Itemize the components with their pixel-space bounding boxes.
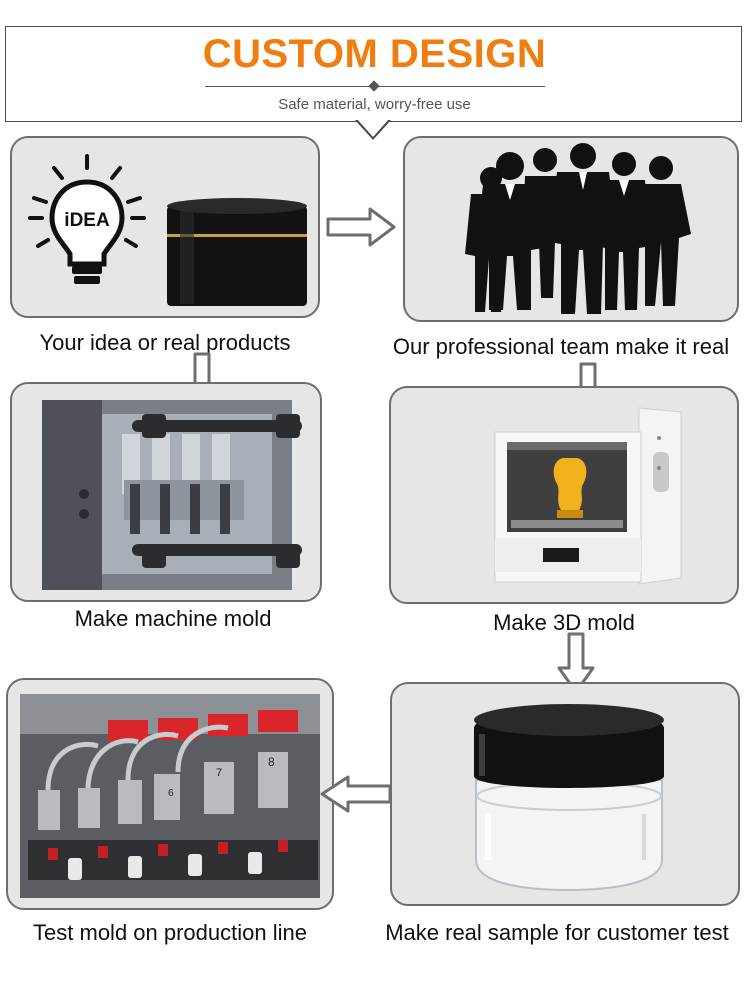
machine-mold-image: [42, 400, 302, 590]
3d-printer-image: [494, 407, 682, 585]
step-caption-team: Our professional team make it real: [392, 334, 730, 359]
step-panel-team: [403, 136, 739, 322]
step-caption-3d-mold: Make 3D mold: [493, 610, 635, 635]
glass-jar-image: [474, 704, 664, 892]
lightbulb-icon: [28, 154, 146, 248]
production-line-image: 6 7 8: [20, 694, 320, 898]
step-panel-production-line: 6 7 8: [6, 678, 334, 910]
black-jar-image: [167, 198, 307, 306]
arrow-down-icon: [557, 632, 595, 694]
page-subtitle: Safe material, worry-free use: [278, 96, 471, 113]
step-caption-machine-mold: Make machine mold: [74, 606, 272, 631]
arrow-right-icon: [326, 207, 396, 247]
trophy-model: [553, 458, 587, 518]
team-silhouettes-image: [465, 143, 691, 314]
step-caption-production-line: Test mold on production line: [33, 920, 307, 945]
station-label: 7: [216, 767, 222, 779]
station-label: 6: [168, 788, 174, 799]
step-caption-idea: Your idea or real products: [39, 330, 291, 355]
idea-illustration: iDEA: [28, 154, 307, 306]
idea-text: iDEA: [64, 210, 110, 231]
station-label: 8: [268, 755, 275, 769]
step-caption-real-sample: Make real sample for customer test: [385, 920, 729, 945]
header-banner: [5, 26, 742, 122]
step-panel-3d-mold: [389, 386, 739, 604]
step-panel-machine-mold: [10, 382, 322, 602]
page-title: CUSTOM DESIGN: [202, 32, 547, 76]
step-panel-real-sample: [390, 682, 740, 906]
step-panel-idea: iDEA: [10, 136, 320, 318]
arrow-left-icon: [320, 775, 392, 813]
